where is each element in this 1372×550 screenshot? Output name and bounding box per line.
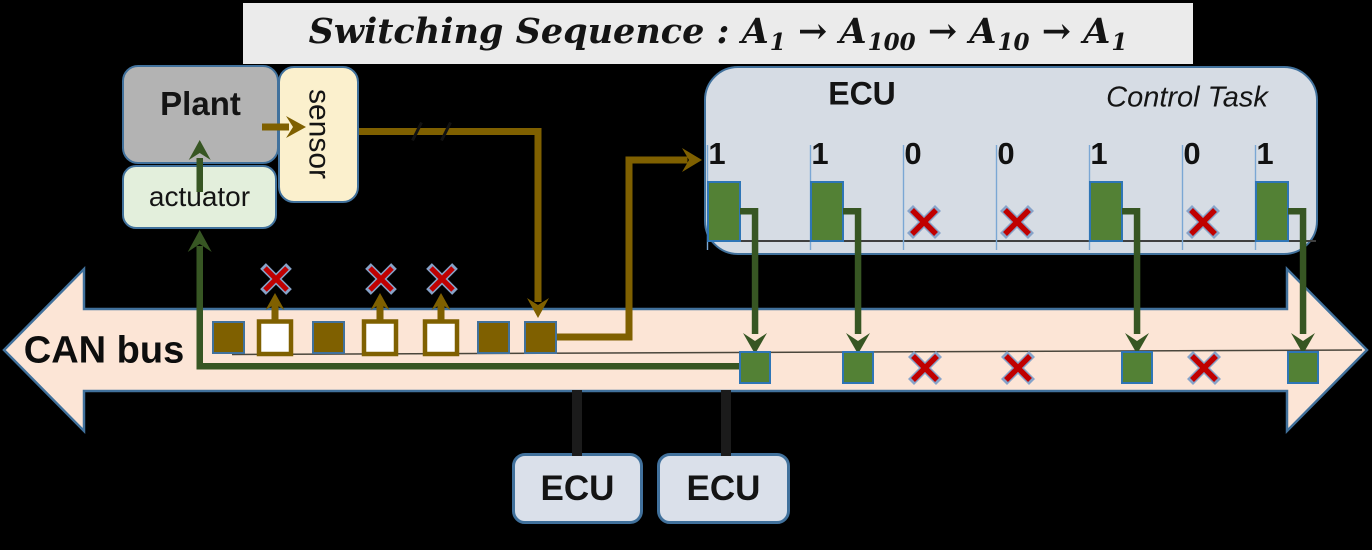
bus-to-ecu-line bbox=[625, 156, 633, 341]
ecu-slot-digit: 1 bbox=[1090, 136, 1108, 171]
dropped-message-x-icon bbox=[368, 266, 394, 292]
ecu-to-bus-arrow bbox=[1291, 333, 1315, 354]
lost-control-message-x-icon bbox=[1190, 354, 1218, 382]
control-message-square bbox=[842, 351, 874, 384]
dropped-message-x-icon bbox=[426, 263, 458, 295]
actuator-box: actuator bbox=[122, 165, 277, 229]
lost-control-message-x-icon bbox=[1186, 350, 1222, 386]
lost-control-message-x-icon bbox=[1004, 354, 1032, 382]
ecu-slot-digit: 1 bbox=[811, 136, 829, 171]
sensor-to-bus-line bbox=[534, 128, 542, 302]
lost-control-message-x-icon bbox=[1004, 354, 1032, 382]
plant-label: Plant bbox=[160, 84, 241, 122]
dropped-message-x-icon bbox=[365, 263, 397, 295]
dropped-message-arrow bbox=[431, 293, 451, 310]
dropped-message-line bbox=[376, 304, 384, 321]
lost-control-message-x-icon bbox=[1190, 354, 1218, 382]
ecu-to-bus-arrow bbox=[1125, 333, 1149, 354]
dropped-message-square bbox=[422, 319, 460, 357]
sensor-label: sensor bbox=[302, 89, 336, 180]
ecu-slot-digit: 1 bbox=[1256, 136, 1274, 171]
lost-control-message-x-icon bbox=[1000, 350, 1036, 386]
bottom-ecu-box-1: ECU bbox=[512, 453, 643, 524]
sampling-hash-icon bbox=[440, 121, 452, 142]
sensor-message-square bbox=[212, 321, 245, 354]
plant-box: Plant bbox=[122, 65, 279, 164]
control-message-square bbox=[739, 351, 771, 384]
bottom-ecu-label-1: ECU bbox=[540, 468, 615, 508]
bottom-ecu-box-2: ECU bbox=[657, 453, 790, 524]
dropped-message-square bbox=[361, 319, 399, 357]
dropped-message-x-icon bbox=[260, 263, 292, 295]
ecu-slot-digit: 1 bbox=[708, 136, 726, 171]
sensor-to-bus-arrow bbox=[527, 298, 549, 318]
lost-control-message-x-icon bbox=[1000, 350, 1036, 386]
bottom-ecu-label-2: ECU bbox=[686, 468, 761, 508]
dropped-message-x-icon bbox=[429, 266, 455, 292]
dropped-message-x-icon bbox=[426, 263, 458, 295]
dropped-message-line bbox=[437, 304, 445, 321]
control-message-square bbox=[1121, 351, 1153, 384]
dropped-message-x-icon bbox=[365, 263, 397, 295]
dropped-message-x-icon bbox=[429, 266, 455, 292]
sensor-to-bus-line bbox=[359, 128, 542, 135]
can-bus-arrow-shape bbox=[2, 265, 1369, 435]
bus-to-actuator-line bbox=[196, 363, 743, 370]
switching-sequence-text: Switching Sequence : A1 → A100 → A10 → A… bbox=[308, 11, 1128, 56]
ecu-slot-digit: 0 bbox=[997, 136, 1015, 171]
can-bus-label: CAN bus bbox=[23, 329, 185, 372]
dropped-message-x-icon bbox=[263, 266, 289, 292]
bus-ecu-connector-1 bbox=[572, 390, 582, 456]
sensor-box: sensor bbox=[278, 66, 359, 203]
ecu-slot-digit: 0 bbox=[904, 136, 922, 171]
dropped-message-x-icon bbox=[260, 263, 292, 295]
control-message-square bbox=[1287, 351, 1319, 384]
switching-sequence-banner: Switching Sequence : A1 → A100 → A10 → A… bbox=[243, 3, 1193, 64]
bus-ecu-connector-2 bbox=[721, 390, 731, 456]
dropped-message-line bbox=[271, 304, 279, 321]
sensor-message-square bbox=[312, 321, 345, 354]
lost-control-message-x-icon bbox=[907, 350, 943, 386]
dropped-message-arrow bbox=[370, 293, 390, 310]
sensor-message-square bbox=[477, 321, 510, 354]
bus-timeline bbox=[231, 349, 1363, 356]
sampling-hash-icon bbox=[411, 121, 423, 142]
bus-to-ecu-line bbox=[625, 156, 688, 164]
ecu-slot-digit: 0 bbox=[1183, 136, 1201, 171]
lost-control-message-x-icon bbox=[911, 354, 939, 382]
bus-to-ecu-arrow bbox=[682, 148, 702, 172]
dropped-message-x-icon bbox=[368, 266, 394, 292]
lost-control-message-x-icon bbox=[911, 354, 939, 382]
lost-control-message-x-icon bbox=[1186, 350, 1222, 386]
bus-to-actuator-line bbox=[196, 246, 203, 369]
dropped-message-x-icon bbox=[263, 266, 289, 292]
dropped-message-square bbox=[256, 319, 294, 357]
bus-to-actuator-arrow bbox=[187, 230, 212, 252]
sensor-message-square bbox=[524, 321, 557, 354]
control-task-label: Control Task bbox=[1106, 81, 1268, 114]
lost-control-message-x-icon bbox=[907, 350, 943, 386]
ecu-to-bus-arrow bbox=[846, 333, 870, 354]
ecu-to-bus-arrow bbox=[743, 333, 767, 354]
bus-to-ecu-line bbox=[553, 333, 633, 341]
ecu-panel-title: ECU bbox=[828, 75, 896, 112]
dropped-message-arrow bbox=[265, 293, 285, 310]
actuator-label: actuator bbox=[148, 181, 251, 212]
